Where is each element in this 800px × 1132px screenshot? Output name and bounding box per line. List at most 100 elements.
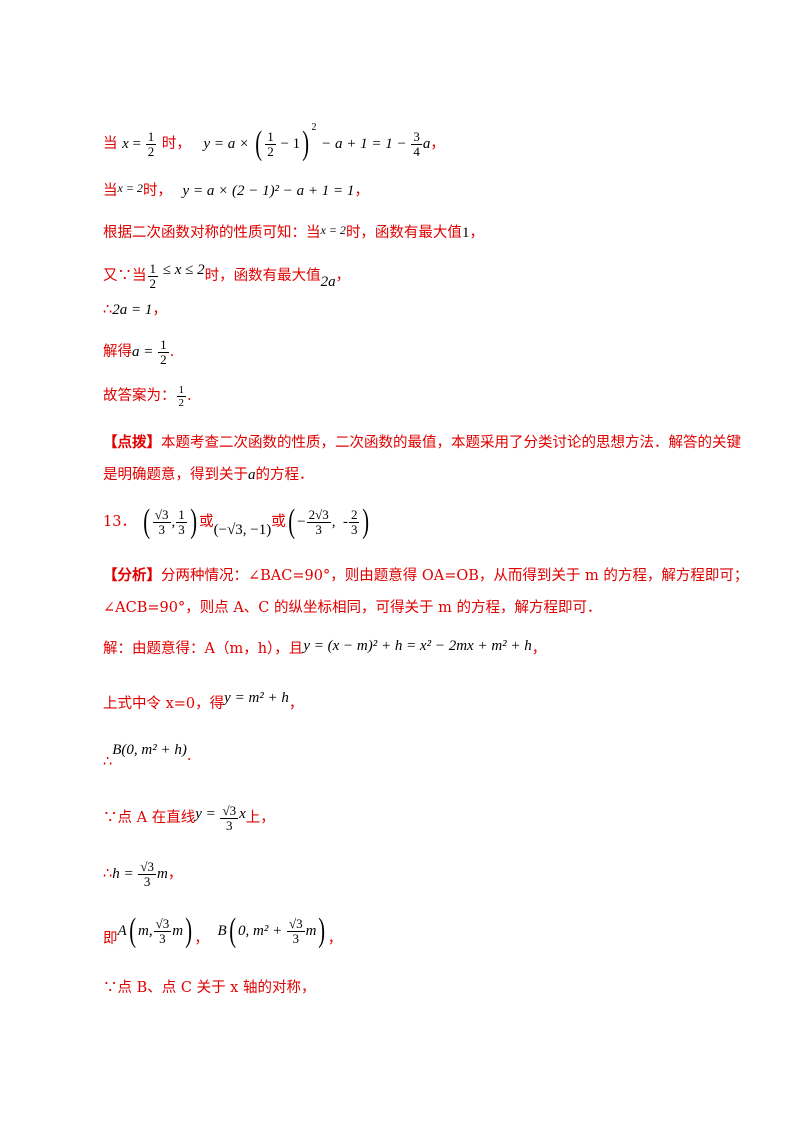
text: 当	[103, 183, 118, 199]
math: y = (x − m)² + h = x² − 2mx + m² + h	[303, 638, 532, 654]
text: ，	[194, 931, 209, 947]
text-or: 或	[271, 514, 286, 530]
text: 时，	[142, 183, 172, 199]
line-8: 【点拨】本题考查二次函数的性质，二次函数的最值，本题采用了分类讨论的思想方法．解…	[103, 433, 741, 453]
math: 0, m² +	[238, 923, 286, 939]
math-minus: −	[297, 514, 306, 530]
math-expr: y = a ×	[203, 136, 253, 152]
text: ，	[469, 225, 484, 241]
text: .	[169, 344, 175, 360]
text: ∵点 B、点 C 关于 x 轴的对称，	[103, 980, 316, 996]
math: h =	[112, 866, 138, 882]
text: 故答案为：	[103, 388, 176, 404]
text: 分两种情况：∠BAC=90°，则由题意得 OA=OB，从而得到关于 m 的方程，…	[161, 568, 749, 584]
math: − 1	[276, 136, 301, 152]
text: 的方程．	[255, 467, 314, 483]
text: 时，函数有最大值	[204, 268, 321, 284]
text: 解得	[103, 344, 132, 360]
text: .	[186, 748, 192, 764]
text: 当	[103, 136, 118, 152]
text: ∴	[103, 754, 113, 770]
text: 本题考查二次函数的性质，二次函数的最值，本题采用了分类讨论的思想方法．解答的关键	[161, 435, 741, 451]
math: B(0, m² + h)	[112, 742, 187, 758]
math: 2a	[320, 274, 336, 290]
text: 根据二次函数对称的性质可知：当	[103, 225, 321, 241]
text: 时，函数有最大值	[345, 225, 462, 241]
math: m	[305, 923, 317, 939]
line-14: 上式中令 x=0，得y = m² + h，	[103, 688, 303, 714]
math: y = a × (2 − 1)² − a + 1 = 1	[182, 183, 355, 199]
text: ∴	[103, 866, 113, 882]
label-analysis: 【分析】	[103, 567, 161, 584]
line-15: ∴B(0, m² + h).	[103, 736, 192, 770]
math: 1	[461, 225, 470, 241]
math: − a + 1 = 1 −	[321, 136, 411, 152]
math: x = 2	[320, 223, 346, 237]
math: y = m² + h	[224, 690, 289, 706]
line-2: 当x = 2时， y = a × (2 − 1)² − a + 1 = 1，	[103, 178, 369, 201]
text: ，	[430, 136, 445, 152]
text: 又∵当	[103, 268, 147, 284]
math-A: A	[117, 923, 127, 939]
label-tip: 【点拨】	[103, 434, 161, 451]
text: ，	[152, 302, 167, 318]
text: .	[187, 388, 192, 404]
text: 是明确题意，得到关于	[103, 467, 248, 483]
line-9: 是明确题意，得到关于a的方程．	[103, 465, 314, 485]
text: 上式中令 x=0，得	[103, 696, 225, 712]
question-number: 13．	[103, 514, 136, 530]
math: m	[172, 923, 184, 939]
text: ∠ACB=90°，则点 A、C 的纵坐标相同，可得关于 m 的方程，解方程即可．	[103, 600, 602, 616]
text-or: 或	[199, 514, 214, 530]
line-5: ∴2a = 1，	[103, 300, 167, 320]
line-19: ∵点 B、点 C 关于 x 轴的对称，	[103, 978, 315, 998]
line-11: 【分析】分两种情况：∠BAC=90°，则由题意得 OA=OB，从而得到关于 m …	[103, 566, 748, 586]
math-x: x	[239, 806, 246, 822]
text: 时，	[161, 136, 191, 152]
math: a =	[132, 344, 158, 360]
math-x: x	[122, 136, 129, 152]
text: ∵点 A 在直线	[103, 810, 196, 826]
math-point: (−√3, −1)	[213, 522, 272, 538]
text: ，	[288, 696, 304, 712]
math: ≤ x ≤ 2	[159, 262, 205, 278]
math: y =	[195, 806, 220, 822]
text: ，	[531, 641, 547, 657]
text: 上，	[245, 810, 275, 826]
text: ，	[335, 268, 351, 284]
text: 解：由题意得：A（m，h），且	[103, 641, 304, 657]
text: ，	[167, 866, 183, 882]
math: 2a = 1	[112, 302, 153, 318]
math-minus: -	[342, 514, 348, 530]
text: ∴	[103, 302, 113, 318]
math-B: B	[217, 923, 227, 939]
text: ，	[327, 931, 343, 947]
math-a: a	[248, 467, 256, 483]
line-13: 解：由题意得：A（m，h），且y = (x − m)² + h = x² − 2…	[103, 636, 546, 659]
line-3: 根据二次函数对称的性质可知：当x = 2时，函数有最大值1，	[103, 220, 484, 243]
math-a: a	[422, 136, 431, 152]
math-eq: =	[128, 136, 145, 152]
text: 即	[103, 931, 118, 947]
